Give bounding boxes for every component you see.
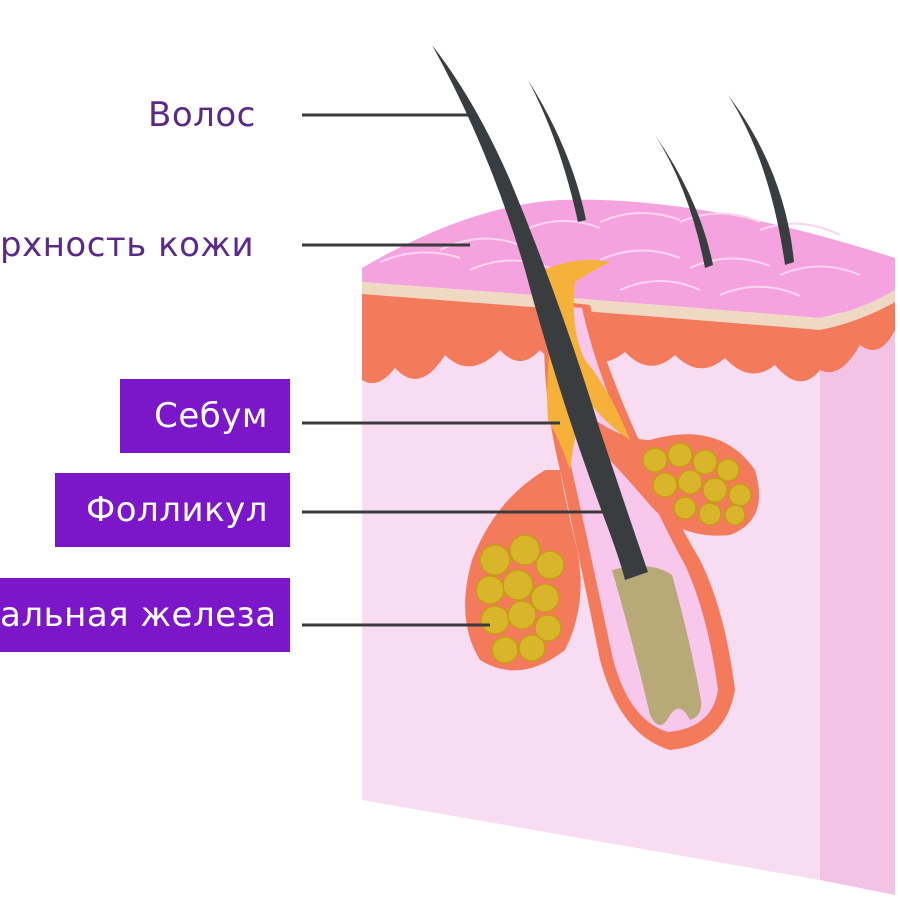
- surface-hair-3: [728, 95, 794, 265]
- gland-cells-left: [475, 534, 565, 664]
- label-skin-surface: рхность кожи: [0, 225, 255, 265]
- gland-cells-right: [642, 442, 752, 526]
- label-follicle: Фолликул: [55, 473, 290, 547]
- label-sebaceous-gland: альная железа: [0, 578, 290, 652]
- hair-shaft: [432, 45, 648, 580]
- label-hair: Волос: [148, 95, 256, 135]
- surface-hair-1: [528, 80, 586, 222]
- skin-block-side: [820, 270, 895, 895]
- epidermis-line: [362, 282, 895, 330]
- skin-surface-scales: [379, 212, 861, 297]
- leader-lines: [302, 113, 608, 627]
- hair-bulb: [612, 566, 702, 725]
- dermis-layer: [362, 294, 895, 384]
- label-sebum: Себум: [120, 379, 290, 453]
- surface-hair-2: [655, 135, 713, 268]
- sebum-channel: [540, 259, 630, 470]
